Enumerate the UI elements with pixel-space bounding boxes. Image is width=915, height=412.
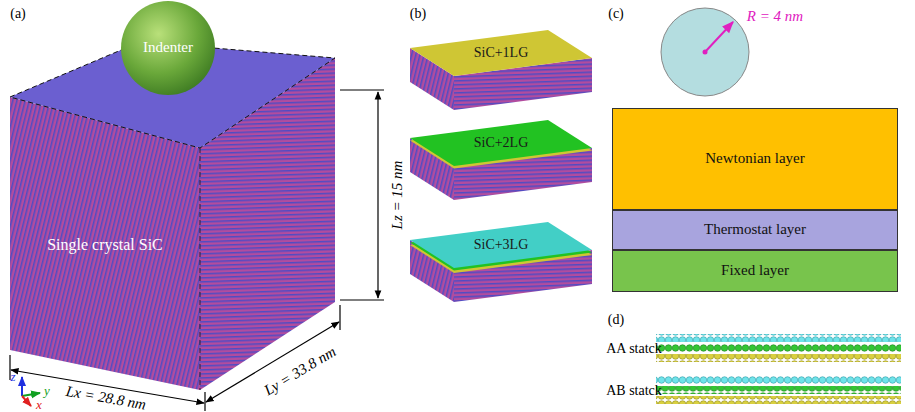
radius-arrow	[705, 22, 733, 52]
label: (a)	[10, 6, 26, 21]
label: (c)	[608, 6, 624, 21]
node-text: SiC+3LG	[474, 237, 529, 253]
node-text: Thermostat layer	[704, 221, 806, 238]
node-text: SiC+1LG	[474, 45, 529, 61]
label: AB statck	[606, 383, 662, 398]
label: x	[36, 398, 42, 412]
stack-ab	[656, 376, 901, 404]
label: z	[10, 370, 15, 384]
stack-aa	[656, 334, 901, 362]
label: R = 4 nm	[747, 8, 803, 25]
front-face	[10, 97, 200, 390]
layer-box: Fixed layer	[612, 250, 898, 292]
crystal-label-area: Single crystal SiC	[18, 231, 192, 259]
indenter-node: Indenter	[121, 1, 215, 95]
slab-top: SiC+1LG	[456, 42, 546, 64]
slab-illustrations	[410, 30, 592, 302]
label: (b)	[410, 6, 426, 21]
node-text: Indenter	[143, 39, 193, 56]
node-text: SiC+2LG	[474, 135, 529, 151]
node-text: Newtonian layer	[705, 150, 805, 167]
node-text: Fixed layer	[721, 262, 789, 279]
axis	[22, 396, 31, 406]
label: y	[44, 384, 50, 398]
label: Ly = 33.8 nm	[261, 343, 339, 399]
node-text: Single crystal SiC	[47, 236, 163, 254]
layer-box: Newtonian layer	[612, 108, 898, 210]
axis	[21, 377, 23, 396]
label: Lx = 28.8 nm	[65, 383, 148, 412]
axis	[22, 393, 40, 396]
layer-box: Thermostat layer	[612, 210, 898, 250]
indenter-sphere	[121, 1, 215, 95]
indenter-circle	[661, 8, 749, 96]
slab-top: SiC+2LG	[456, 132, 546, 154]
label: (d)	[608, 312, 624, 327]
label: Lz = 15 nm	[389, 161, 406, 230]
dimension-line	[377, 92, 378, 298]
dimension-line	[206, 322, 339, 402]
slab-top: SiC+3LG	[456, 234, 546, 256]
label: AA statck	[606, 341, 662, 356]
